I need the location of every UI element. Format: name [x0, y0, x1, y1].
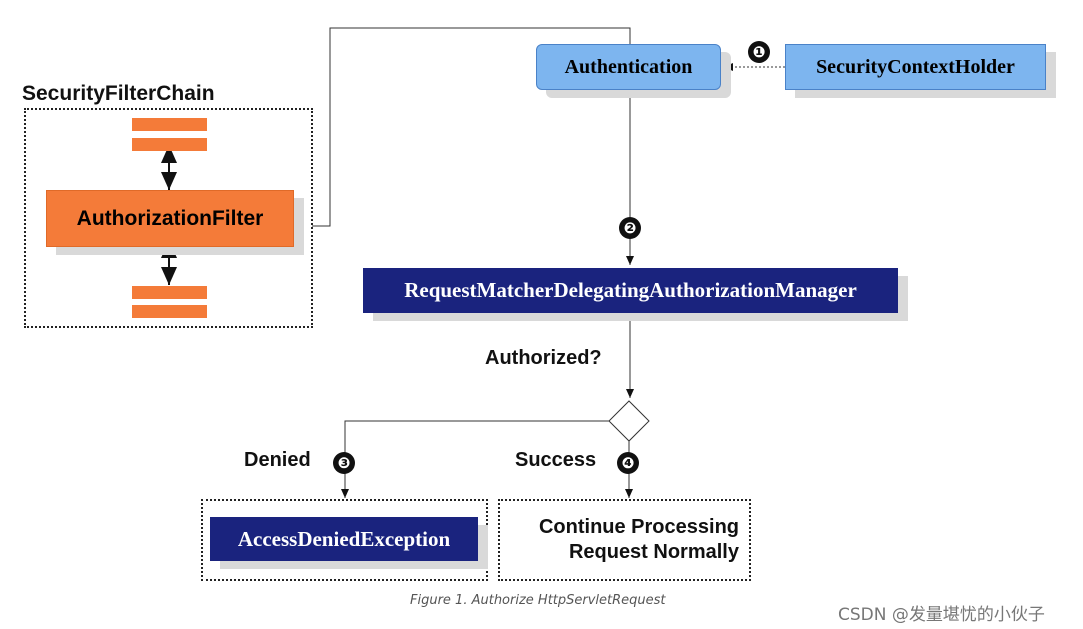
filter-bar-bottom-1 [132, 286, 207, 299]
authorization-filter-label: AuthorizationFilter [76, 206, 264, 230]
authentication-label: Authentication [564, 55, 693, 78]
security-context-holder-label: SecurityContextHolder [816, 55, 1015, 78]
denied-label: Denied [244, 449, 311, 471]
step-3-badge: ❸ [333, 452, 355, 474]
continue-processing-line-1: Continue Processing [538, 516, 739, 538]
continue-processing-container: Continue Processing Request Normally [498, 499, 751, 581]
step-2-badge: ❷ [619, 217, 641, 239]
authorization-filter-box: AuthorizationFilter [46, 190, 294, 247]
access-denied-exception-box: AccessDeniedException [210, 517, 478, 561]
security-filter-chain-title: SecurityFilterChain [22, 82, 215, 105]
authorization-manager-label: RequestMatcherDelegatingAuthorizationMan… [404, 278, 857, 302]
continue-processing-line-2: Request Normally [568, 541, 739, 563]
step-4-badge: ❹ [617, 452, 639, 474]
denied-outcome-container [201, 499, 488, 581]
filter-bar-bottom-2 [132, 305, 207, 318]
success-label: Success [515, 449, 597, 471]
step-1-badge: ❶ [748, 41, 770, 63]
csdn-watermark: CSDN @发量堪忧的小伙子 [838, 605, 1045, 625]
security-context-holder-box: SecurityContextHolder [785, 44, 1046, 90]
figure-caption: Figure 1. Authorize HttpServletRequest [410, 593, 666, 608]
access-denied-exception-label: AccessDeniedException [237, 526, 451, 551]
authorization-manager-box: RequestMatcherDelegatingAuthorizationMan… [363, 268, 898, 313]
filter-bar-top-2 [132, 138, 207, 151]
filter-bar-top-1 [132, 118, 207, 131]
authentication-box: Authentication [536, 44, 721, 90]
authorized-question-label: Authorized? [485, 347, 602, 369]
security-filter-chain-container [24, 108, 313, 328]
